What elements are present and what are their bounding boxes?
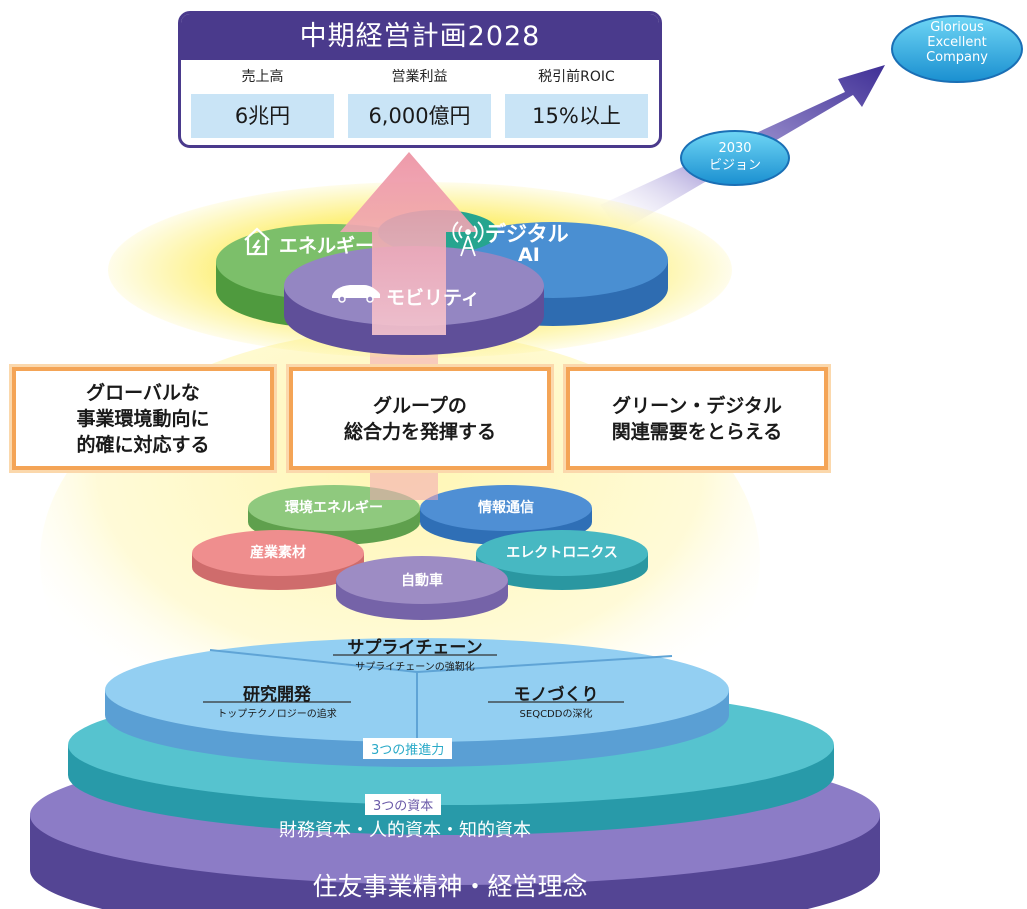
driver-rnd-title: 研究開発	[243, 685, 311, 705]
segment-energy-label: エネルギー	[279, 235, 375, 257]
capitals-tag: 3つの資本	[365, 794, 442, 815]
drivers-tier	[105, 638, 729, 767]
segment-ai-label: AI	[518, 244, 540, 266]
kpi-revenue: 売上高 6兆円	[191, 66, 334, 138]
vision-badge-line: ビジョン	[708, 158, 761, 173]
vision-badge-text: 2030 ビジョン	[681, 140, 789, 174]
kpi-roic: 税引前ROIC 15%以上	[505, 66, 648, 138]
driver-rnd-sub: トップテクノロジーの追求	[217, 709, 337, 720]
business-automotive-label: 自動車	[401, 573, 443, 589]
business-electronics-label: エレクトロニクス	[506, 545, 618, 561]
kpi-value: 6兆円	[191, 94, 334, 138]
plan-title: 中期経営計画2028	[181, 14, 659, 60]
business-discs	[192, 485, 648, 620]
policy-box-group: グループの 総合力を発揮する	[289, 367, 551, 470]
kpi-label: 営業利益	[391, 69, 448, 85]
vision-goal-line: Excellent	[927, 35, 987, 50]
driver-manufacturing-sub: SEQCDDの深化	[519, 709, 593, 720]
kpi-operating-profit: 営業利益 6,000億円	[348, 66, 491, 138]
segment-digital-label: デジタル	[485, 222, 569, 246]
vision-badge-line: 2030	[718, 141, 752, 156]
drivers-tag: 3つの推進力	[363, 738, 453, 759]
business-industrial-materials-label: 産業素材	[250, 545, 306, 561]
kpi-label: 売上高	[241, 69, 284, 85]
driver-supply-chain-title: サプライチェーン	[347, 638, 483, 658]
vision-goal-line: Company	[926, 50, 988, 65]
policy-text: グループの 総合力を発揮する	[343, 394, 496, 443]
kpi-label: 税引前ROIC	[538, 69, 615, 85]
vision-goal-text: Glorious Excellent Company	[892, 20, 1022, 65]
antenna-icon	[452, 221, 484, 257]
car-icon	[332, 285, 380, 303]
foundation-label: 住友事業精神・経営理念	[312, 872, 588, 901]
business-info-comm-label: 情報通信	[478, 500, 534, 516]
vision-goal-oval	[891, 15, 1023, 83]
kpi-value: 6,000億円	[348, 94, 491, 138]
vision-goal-line: Glorious	[930, 20, 984, 35]
driver-supply-chain-sub: サプライチェーンの強靭化	[355, 662, 475, 673]
segment-mobility-label: モビリティ	[386, 287, 480, 309]
driver-manufacturing-title: モノづくり	[513, 685, 599, 705]
kpi-value: 15%以上	[505, 94, 648, 138]
policy-text: グローバルな 事業環境動向に 的確に対応する	[76, 381, 210, 456]
policy-box-green-digital: グリーン・デジタル 関連需要をとらえる	[566, 367, 828, 470]
business-environment-energy-label: 環境エネルギー	[285, 500, 383, 516]
policy-box-global: グローバルな 事業環境動向に 的確に対応する	[12, 367, 274, 470]
mid-term-plan-box: 中期経営計画2028 売上高 6兆円 営業利益 6,000億円 税引前ROIC …	[178, 11, 662, 148]
policy-text: グリーン・デジタル 関連需要をとらえる	[611, 394, 783, 443]
vision-badge-oval	[680, 130, 790, 186]
capitals-text: 財務資本・人的資本・知的資本	[279, 820, 531, 841]
house-icon	[244, 227, 270, 256]
